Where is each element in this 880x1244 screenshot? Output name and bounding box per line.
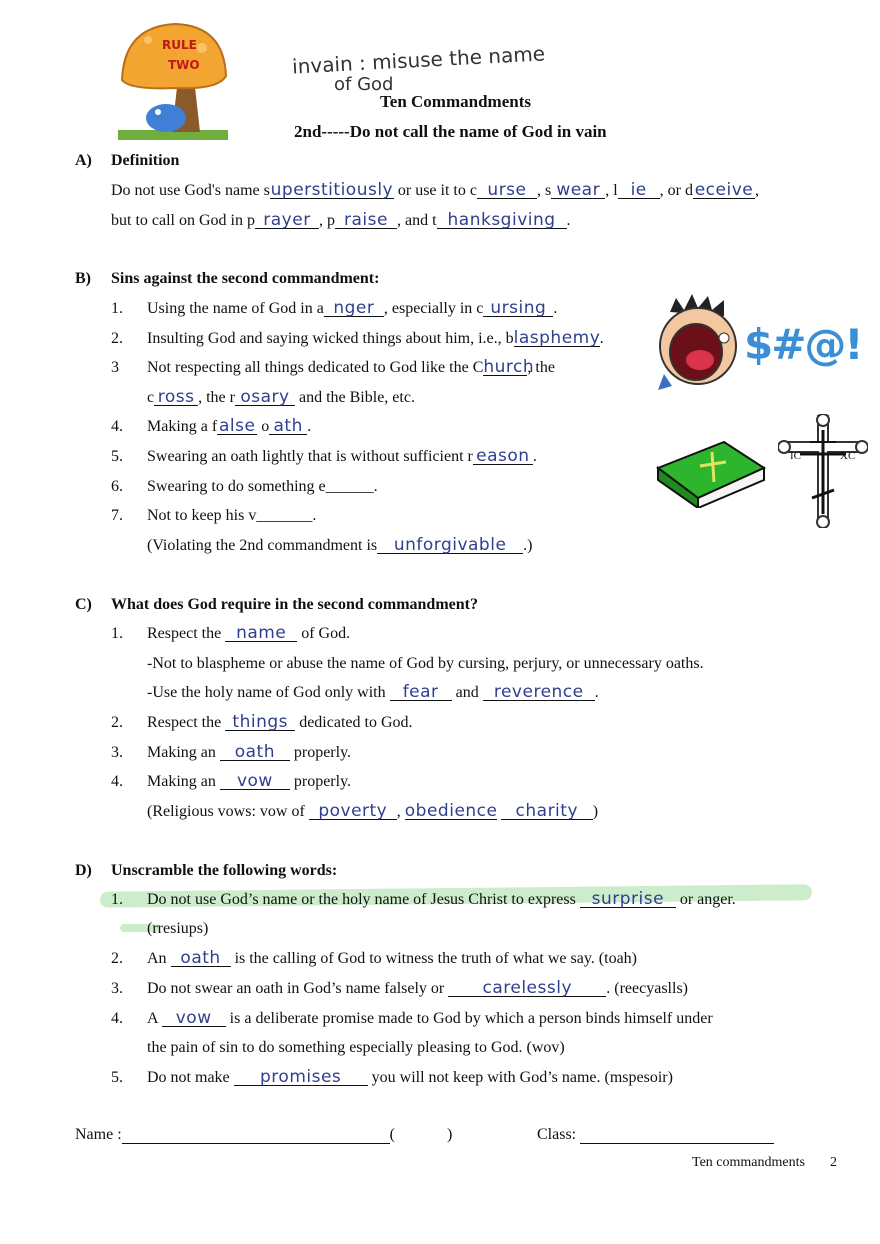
sign-line-1: RULE <box>162 38 197 52</box>
answer-blank[interactable]: surprise <box>579 891 676 908</box>
answer-blank[interactable]: fear <box>389 684 452 701</box>
page-subtitle: 2nd-----Do not call the name of God in v… <box>294 122 607 141</box>
unscramble-question-1-hint: (rresiups) <box>147 920 209 937</box>
highlighter-mark-tail <box>120 924 160 932</box>
answer-blank[interactable]: urse <box>476 182 537 199</box>
answer-blank[interactable]: oath <box>170 950 231 967</box>
answer-blank[interactable]: hurch <box>483 357 535 377</box>
unscramble-question-5: 5.Do not make promises you will not keep… <box>111 1067 673 1087</box>
answer-blank[interactable]: wear <box>551 182 606 199</box>
shouting-face-illustration <box>654 294 750 394</box>
answer-blank[interactable]: lasphemy <box>513 328 601 348</box>
answer-blank[interactable]: ross <box>154 389 199 406</box>
answer-blank[interactable]: charity <box>500 803 593 820</box>
bible-illustration <box>654 438 768 510</box>
section-d-heading: Unscramble the following words: <box>111 862 338 879</box>
section-a-letter: A) <box>75 152 92 169</box>
answer-blank[interactable]: nger <box>323 300 384 317</box>
answer-blank[interactable]: uperstitiously <box>269 180 394 200</box>
answer-blank[interactable]: ie <box>617 182 660 199</box>
answer-blank[interactable]: carelessly <box>448 980 607 997</box>
answer-blank[interactable]: eceive <box>692 180 755 200</box>
answer-blank[interactable]: eason <box>472 448 533 465</box>
answer-blank[interactable]: oath <box>219 744 290 761</box>
unscramble-question-4-continued: the pain of sin to do something especial… <box>147 1039 565 1056</box>
name-input[interactable] <box>121 1127 390 1144</box>
name-label: Name : <box>75 1126 122 1143</box>
sin-item-2: 2.Insulting God and saying wicked things… <box>111 328 604 348</box>
unscramble-question-3: 3.Do not swear an oath in God’s name fal… <box>111 978 688 998</box>
requirement-4: 4.Making an vow properly. <box>111 771 352 791</box>
student-number-input[interactable] <box>395 1126 447 1144</box>
unscramble-question-1: 1.Do not use God’s name or the holy name… <box>111 889 736 909</box>
handwritten-note-line-1: invain : misuse the name <box>291 41 546 79</box>
requirement-1-note-b: -Use the holy name of God only with fear… <box>147 682 599 702</box>
definition-line-1: Do not use God's name superstitiously or… <box>111 180 759 200</box>
requirement-1-note-a: -Not to blaspheme or abuse the name of G… <box>147 655 704 672</box>
answer-blank[interactable]: ath <box>269 418 308 435</box>
orthodox-cross-icon <box>777 413 869 529</box>
answer-blank[interactable]: poverty <box>308 803 397 820</box>
answer-blank[interactable]: name <box>225 625 298 642</box>
requirement-1: 1.Respect the name of God. <box>111 623 351 643</box>
class-label: Class: <box>537 1126 577 1143</box>
section-a-heading: Definition <box>111 152 180 169</box>
answer-blank[interactable]: rayer <box>254 212 319 229</box>
handwritten-note-line-2: of God <box>334 74 394 95</box>
answer-blank[interactable]: hanksgiving <box>436 212 567 229</box>
answer-blank[interactable]: vow <box>161 1010 226 1027</box>
answer-blank[interactable]: ursing <box>483 300 554 317</box>
section-c-heading: What does God require in the second comm… <box>111 596 478 613</box>
answer-blank[interactable]: osary <box>234 389 295 406</box>
orthodox-cross-illustration: IC XC <box>777 413 869 529</box>
section-d-letter: D) <box>75 862 92 879</box>
cross-label-xc: XC <box>840 450 856 462</box>
answer-blank[interactable]: raise <box>334 212 397 229</box>
requirement-3: 3.Making an oath properly. <box>111 742 352 762</box>
tree-icon <box>118 22 228 140</box>
answer-blank[interactable]: obedience <box>404 801 498 821</box>
section-b-heading: Sins against the second commandment: <box>111 270 380 287</box>
class-input[interactable] <box>580 1127 775 1144</box>
cross-label-ic: IC <box>790 450 801 462</box>
cursing-symbols: $#@! <box>744 320 864 369</box>
shouting-face-icon <box>658 294 737 390</box>
answer-blank[interactable]: promises <box>233 1069 368 1086</box>
class-field: Class: <box>537 1126 775 1144</box>
answer-blank[interactable]: things <box>225 714 296 731</box>
unscramble-question-2: 2.An oath is the calling of God to witne… <box>111 948 637 968</box>
answer-blank[interactable]: vow <box>219 773 290 790</box>
page-number: 2 <box>830 1155 837 1170</box>
sin-item-5: 5.Swearing an oath lightly that is witho… <box>111 446 537 466</box>
name-field: Name : ( ) <box>75 1126 453 1144</box>
section-b-letter: B) <box>75 270 91 287</box>
requirement-2: 2.Respect the things dedicated to God. <box>111 712 413 732</box>
answer-blank[interactable]: alse <box>217 416 258 436</box>
bible-icon <box>655 440 767 510</box>
sin-item-6: 6.Swearing to do something e______. <box>111 478 378 495</box>
sin-item-7: 7.Not to keep his v_______. <box>111 507 317 524</box>
page-title: Ten Commandments <box>380 92 531 111</box>
answer-blank[interactable]: unforgivable <box>377 537 524 554</box>
unscramble-question-4: 4.A vow is a deliberate promise made to … <box>111 1008 713 1028</box>
rule-two-illustration: RULE TWO <box>118 18 228 140</box>
section-c-letter: C) <box>75 596 92 613</box>
sign-line-2: TWO <box>168 58 200 72</box>
page-footer-label: Ten commandments <box>692 1155 805 1170</box>
answer-blank[interactable]: reverence <box>482 684 595 701</box>
religious-vows-line: (Religious vows: vow of poverty, obedien… <box>147 801 599 821</box>
